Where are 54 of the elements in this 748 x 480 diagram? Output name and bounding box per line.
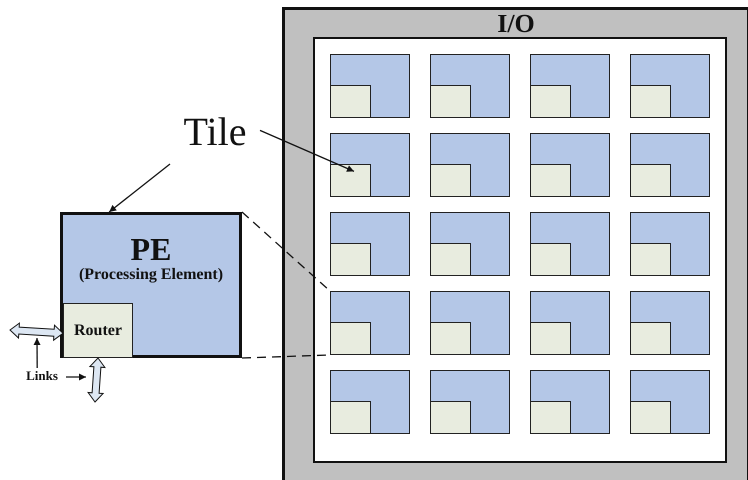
tile-box [430,291,510,355]
tile-box [330,133,410,197]
pe-title: PE [130,233,172,267]
tile-router-box [530,164,571,197]
tile-box [430,54,510,118]
tile-router-box [430,322,471,355]
tile-router-box [530,401,571,434]
links-label: Links [18,368,66,386]
tile-box [630,133,710,197]
tile-router-box [330,401,371,434]
tile-router-box [630,322,671,355]
tile-router-box [430,401,471,434]
tile-box [530,291,610,355]
tile-box [530,54,610,118]
link-arrow [9,322,64,342]
tile-router-box [430,164,471,197]
tile-box [630,212,710,276]
tile-box [530,133,610,197]
pe-subtitle: (Processing Element) [78,266,224,284]
leader-arrow [108,164,170,212]
link-arrow [87,357,106,403]
tile-router-box [530,85,571,118]
tile-box [330,291,410,355]
tile-box [330,54,410,118]
tile-box [330,212,410,276]
leader-arrow [260,130,354,172]
tile-box [630,54,710,118]
tile-caption: Tile [170,108,260,164]
tile-box [430,133,510,197]
tile-router-box [330,243,371,276]
tile-box [630,291,710,355]
tile-router-box [330,85,371,118]
processing-element-box [60,212,242,358]
io-frame [282,7,748,480]
tile-router-box [430,243,471,276]
tile-router-box [530,322,571,355]
router-box: Router [63,303,133,358]
leader-line [66,374,86,380]
tile-box [530,212,610,276]
tile-router-box [630,401,671,434]
tile-box [630,370,710,434]
tile-router-box [330,164,371,197]
tile-router-box [330,322,371,355]
tile-box [430,370,510,434]
tile-router-box [630,85,671,118]
io-label: I/O [496,10,536,38]
tile-box [430,212,510,276]
tile-router-box [530,243,571,276]
tile-router-box [630,164,671,197]
tile-box [330,370,410,434]
tile-router-box [630,243,671,276]
tile-router-box [430,85,471,118]
leader-line [34,338,41,368]
tile-box [530,370,610,434]
